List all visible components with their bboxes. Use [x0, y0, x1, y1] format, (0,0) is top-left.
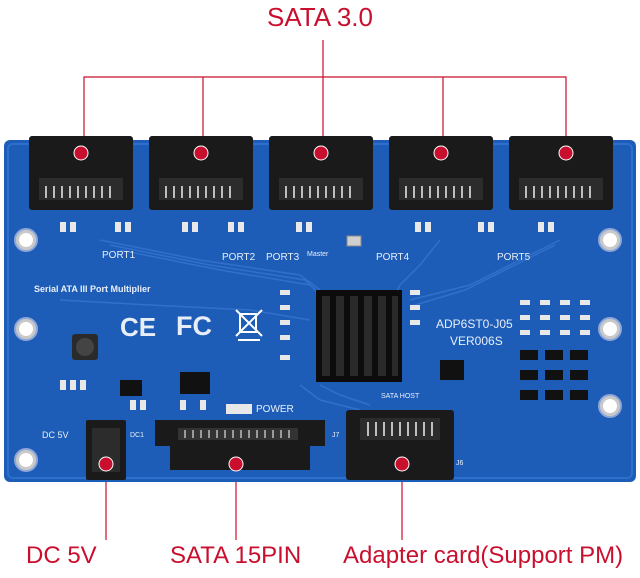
port-label-5: PORT5: [497, 252, 531, 263]
port-label-3: PORT3: [266, 252, 300, 263]
sata-port-3: [269, 136, 373, 210]
dc-jack: [86, 420, 126, 480]
regulatory-marks: [235, 309, 263, 341]
callout-sata-3: SATA 3.0: [267, 2, 373, 32]
ic-chips: [120, 235, 588, 414]
j7-ref: J7: [332, 432, 340, 439]
sata-ports: [29, 136, 613, 210]
board-model: ADP6ST0-J05: [436, 317, 513, 331]
ce-mark: CE: [120, 312, 157, 342]
heatsink: [316, 290, 402, 382]
sata-host-label: SATA HOST: [381, 393, 420, 400]
callout-sata-15pin: SATA 15PIN: [170, 542, 302, 569]
port-label-2: PORT2: [222, 252, 256, 263]
sata-host-connector: [346, 410, 454, 480]
j6-ref: J6: [456, 460, 464, 467]
board-name: Serial ATA III Port Multiplier: [34, 284, 151, 294]
master-label: Master: [307, 251, 329, 258]
sata-port-1: [29, 136, 133, 210]
mounting-holes: [14, 228, 622, 472]
dc1-ref: DC1: [130, 432, 145, 439]
dc-5v-silkscreen: DC 5V: [42, 430, 69, 440]
sata-port-2: [149, 136, 253, 210]
smd-components: [60, 222, 590, 410]
callout-adapter-card: Adapter card(Support PM): [343, 542, 624, 569]
sata-port-5: [509, 136, 613, 210]
fc-mark: FC: [176, 311, 212, 341]
board-version: VER006S: [450, 334, 503, 348]
callout-dc-5v: DC 5V: [26, 542, 97, 569]
sata-port-4: [389, 136, 493, 210]
port-label-1: PORT1: [102, 250, 136, 261]
weee-icon: [235, 309, 263, 341]
port-label-4: PORT4: [376, 252, 410, 263]
sata-15pin-connector: [155, 420, 325, 472]
power-label: POWER: [256, 404, 294, 415]
